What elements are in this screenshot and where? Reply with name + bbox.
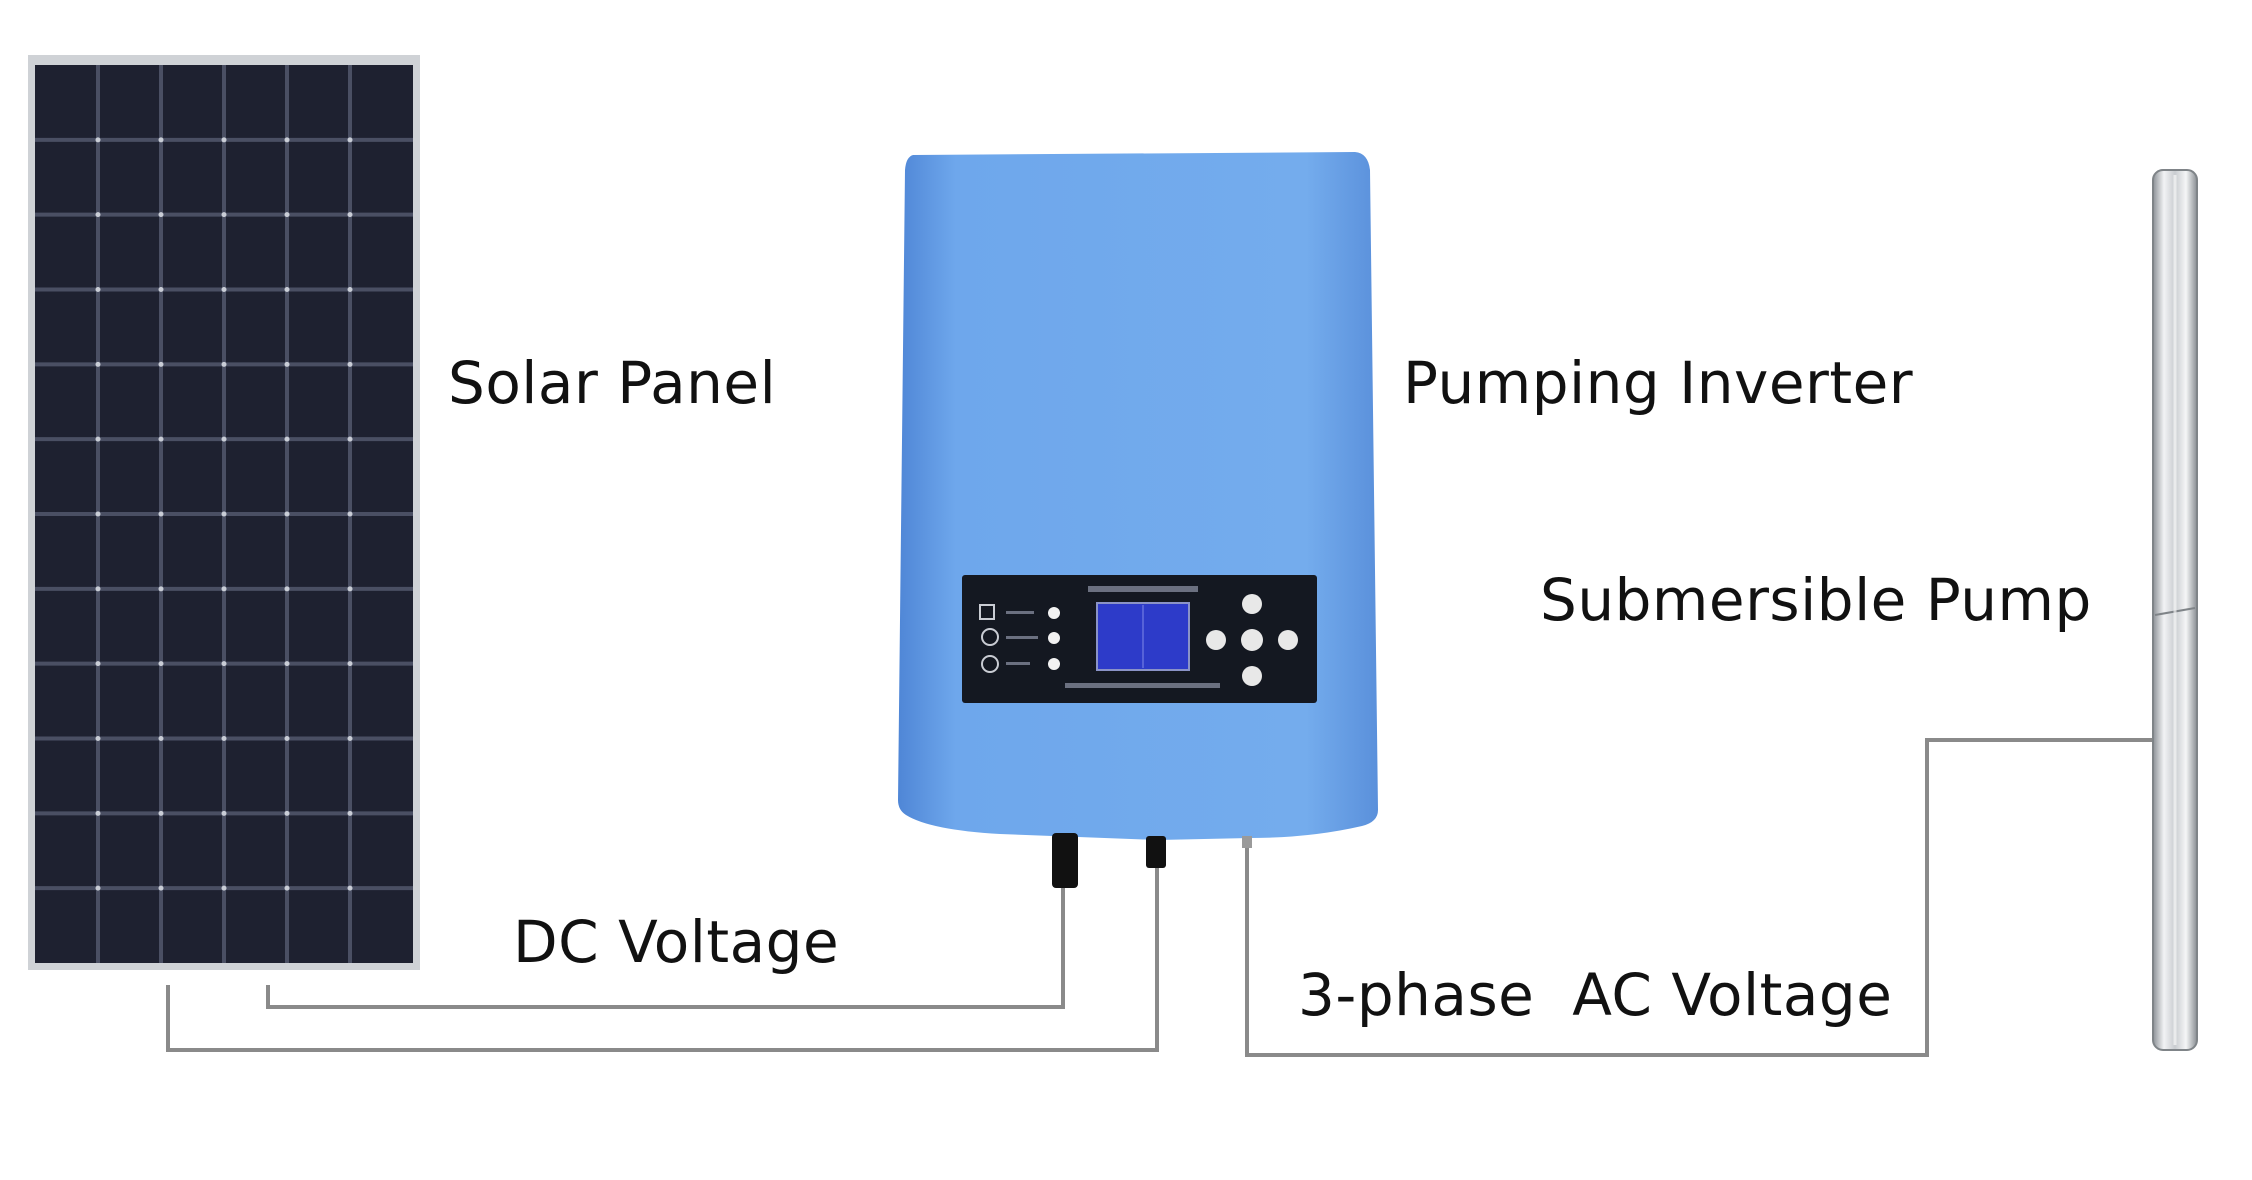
label-ac-voltage: 3-phase AC Voltage [1298, 961, 1893, 1029]
submersible-pump [2152, 169, 2198, 1051]
pumping-inverter [898, 152, 1378, 888]
dc-wire-positive [266, 860, 1065, 1009]
status-icons [979, 604, 999, 673]
ac-wire [1245, 738, 2152, 1057]
button-down-icon [1242, 666, 1262, 686]
inverter-body [898, 152, 1378, 840]
solar-panel [28, 55, 420, 970]
button-center-icon [1241, 629, 1263, 651]
inverter-connector-right [1146, 836, 1166, 868]
inverter-panel-brand-text [1088, 586, 1198, 592]
label-dc-voltage: DC Voltage [513, 908, 840, 976]
dc-wire-negative [166, 858, 1159, 1052]
label-solar-panel: Solar Panel [448, 349, 777, 417]
status-icon-labels [1006, 611, 1038, 665]
button-right-icon [1278, 630, 1298, 650]
button-left-icon [1206, 630, 1226, 650]
inverter-connector-ac [1242, 836, 1252, 848]
inverter-connector-left [1052, 833, 1078, 888]
inverter-panel-caption [1065, 683, 1220, 688]
status-leds [1048, 607, 1060, 670]
control-buttons [1206, 594, 1298, 686]
label-pumping-inverter: Pumping Inverter [1403, 349, 1914, 417]
label-submersible-pump: Submersible Pump [1540, 566, 2092, 634]
solar-panel-cell-dots [95, 137, 353, 891]
button-up-icon [1242, 594, 1262, 614]
wiring [166, 738, 2152, 1057]
